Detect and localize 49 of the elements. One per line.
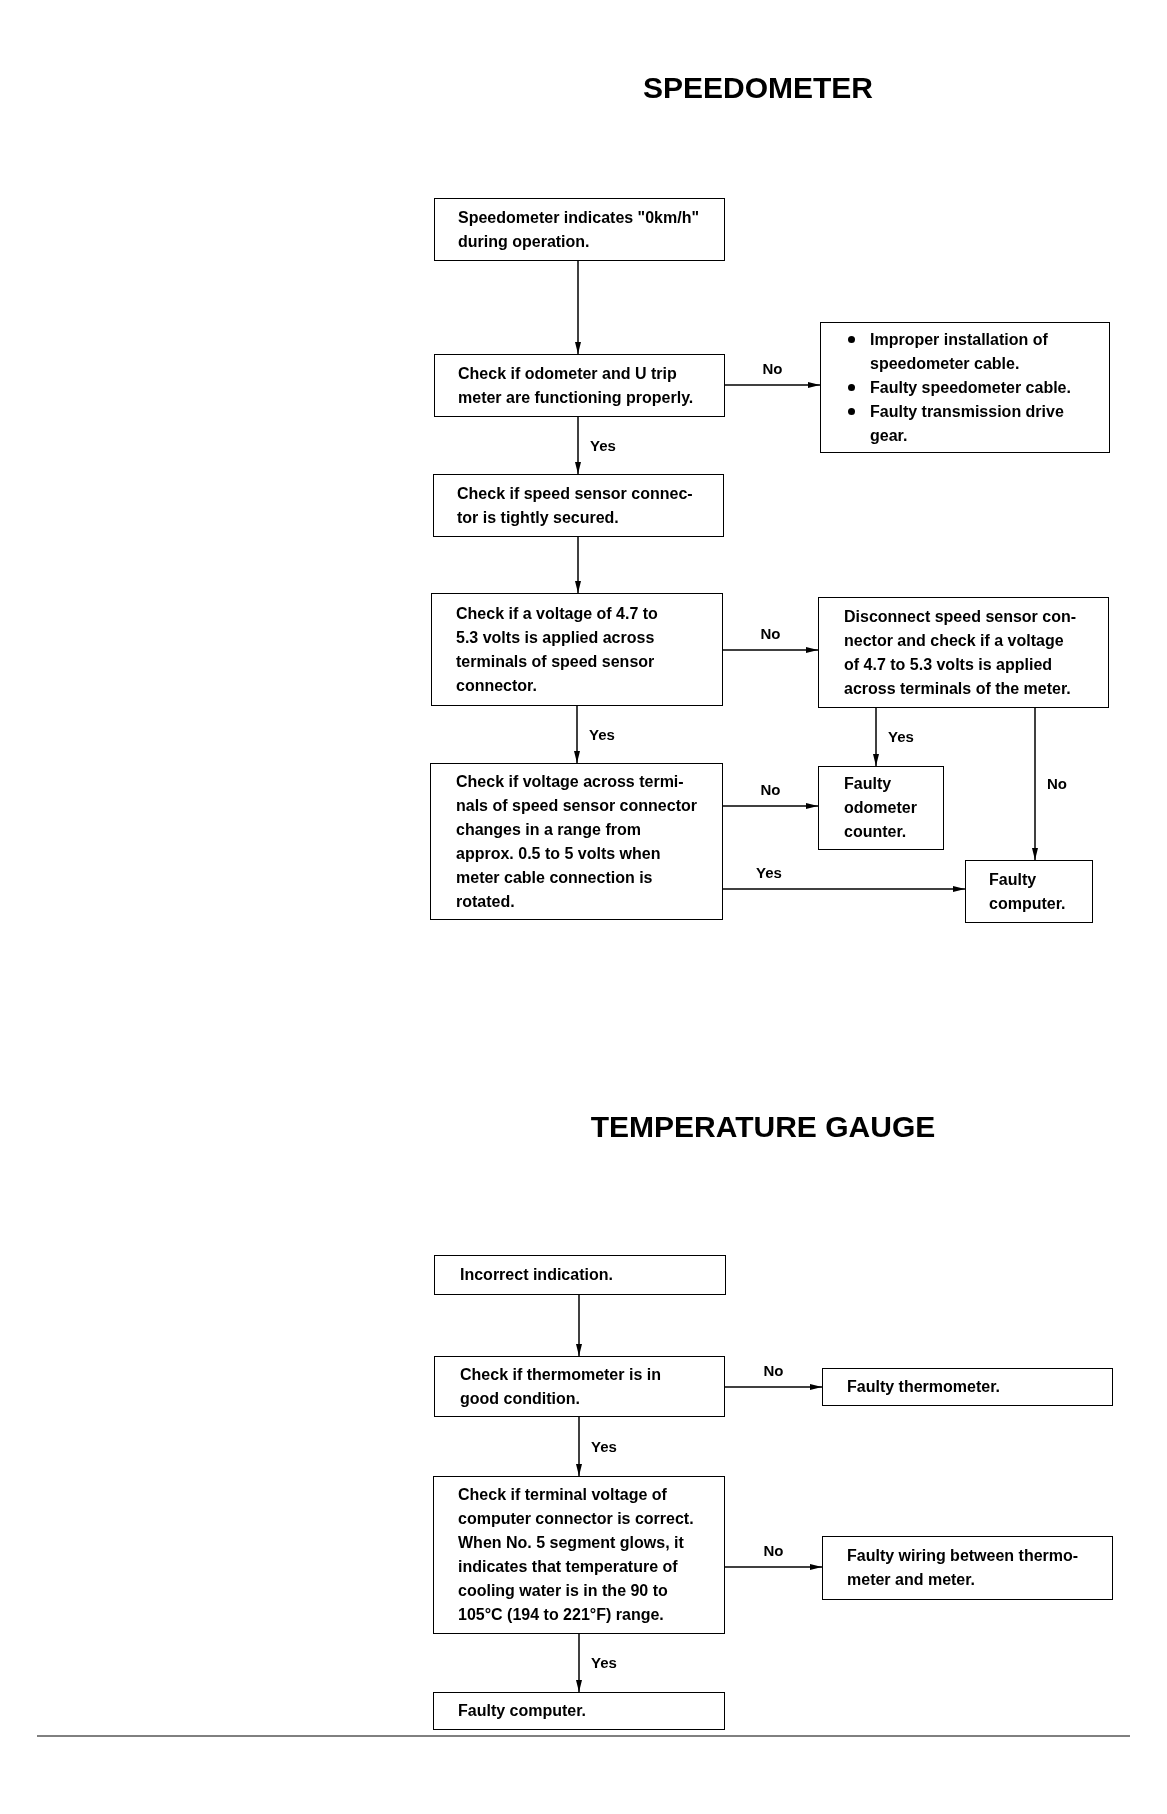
process-box [431,593,723,706]
step-text: Disconnect speed sensor con- nector and check if a voltage of 4.7 to 5.3 volts is applied across terminals of the meter. [844,606,1078,699]
step-text: Check if odometer and U trip meter are functioning properly. [458,363,695,408]
flow-arrow [574,705,580,764]
process-box [434,1255,726,1295]
process-box [820,322,1110,453]
step-text: Faulty computer. [458,1701,587,1721]
process-box [822,1368,1113,1406]
process-box [433,474,724,537]
flow-arrow [873,707,879,767]
step-text: Check if terminal voltage of computer connector is correct. When No. 5 segment glows, it indicates that temperature of cooling water is in the 90 to 105°C (194 to 221°F) range. [458,1485,695,1625]
section-heading: SPEEDOMETER [643,70,873,106]
flow-arrow [724,1564,823,1570]
flow-arrow [575,416,581,475]
step-text: Faulty odometer counter. [844,774,918,842]
process-box [818,597,1109,708]
process-box [822,1536,1113,1600]
list-item-text: Faulty speedometer cable. [870,377,1071,398]
step-text: Check if voltage across termi- nals of speed sensor connector changes in a range from approx. 0.5 to 5 volts when meter cable connection is rotated. [456,771,698,912]
flow-arrow [575,536,581,594]
flow-arrow [576,1294,582,1357]
process-box [965,860,1093,923]
process-box [430,763,723,920]
flow-arrow [575,260,581,355]
flow-arrow [722,886,966,892]
step-text: Faulty wiring between thermo- meter and meter. [847,1546,1080,1590]
section-heading: TEMPERATURE GAUGE [590,1109,936,1145]
flow-arrow [722,647,819,653]
step-text: Faulty computer. [989,869,1067,914]
flow-arrow [1032,707,1038,861]
step-text: Incorrect indication. [460,1265,613,1285]
list-item-text: Faulty transmission drive gear. [870,401,1065,446]
step-text: Check if speed sensor connec- tor is tightly secured. [457,483,694,528]
process-box [434,1356,725,1417]
list-item-text: Improper installation of speedometer cable. [870,329,1049,374]
process-box [433,1476,725,1634]
process-box [818,766,944,850]
step-text: Check if a voltage of 4.7 to 5.3 volts is applied across terminals of speed sensor connector. [456,603,659,696]
flow-arrow [724,1384,823,1390]
process-box [434,354,725,417]
flow-arrow [724,382,821,388]
flow-arrow [576,1633,582,1693]
step-text: Check if thermometer is in good condition. [460,1364,662,1409]
flow-arrow [576,1416,582,1477]
process-box [434,198,725,261]
flow-arrow [722,803,819,809]
process-box [433,1692,725,1730]
step-text: Faulty thermometer. [847,1377,1000,1397]
step-text: Speedometer indicates "0km/h" during operation. [458,207,701,252]
